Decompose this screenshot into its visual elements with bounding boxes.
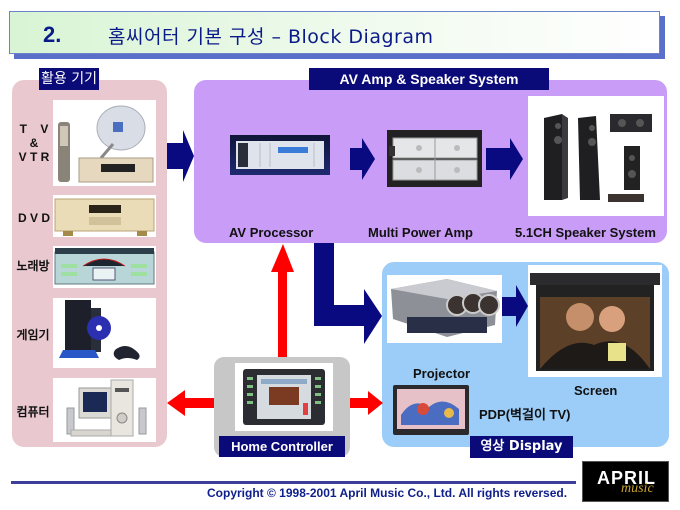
- april-music-logo: APRIL music: [582, 461, 669, 502]
- speaker-system-icon: [528, 96, 664, 216]
- arrow-projector-to-screen: [502, 285, 528, 327]
- devices-panel-label: 활용 기기: [39, 68, 99, 90]
- game-console-icon: [53, 298, 156, 368]
- av-processor-caption: AV Processor: [229, 225, 314, 240]
- arrow-av-to-projector: [314, 243, 382, 344]
- tv-vtr-satellite-icon: [53, 100, 156, 186]
- arrow-controller-to-devices: [167, 390, 214, 416]
- speaker-system-caption: 5.1CH Speaker System: [515, 225, 656, 240]
- touch-panel-icon: [235, 363, 333, 431]
- device-label-game: 게임기: [16, 328, 50, 342]
- av-processor-icon: [230, 135, 330, 175]
- plasma-tv-caption: PDP(벽걸이 TV): [479, 407, 571, 422]
- title-banner: [9, 11, 660, 54]
- display-panel-label: 영상 Display: [470, 436, 573, 458]
- section-number: 2.: [43, 22, 62, 47]
- screen-caption: Screen: [574, 383, 618, 398]
- device-label-line: &: [29, 136, 39, 150]
- home-controller-label: Home Controller: [219, 436, 345, 457]
- karaoke-machine-icon: [53, 246, 156, 288]
- device-label-karaoke: 노래방: [16, 259, 50, 273]
- device-label-computer: 컴퓨터: [16, 405, 50, 419]
- computer-icon: [53, 378, 156, 442]
- av-panel-label: AV Amp & Speaker System: [309, 68, 549, 90]
- power-amp-icon: [387, 130, 482, 187]
- logo-main-text: APRIL: [597, 468, 656, 488]
- device-label-line: T V: [19, 122, 49, 136]
- arrow-amp-to-speakers: [486, 138, 523, 180]
- page-title: 홈씨어터 기본 구성 – Block Diagram: [108, 26, 434, 48]
- power-amp-caption: Multi Power Amp: [368, 225, 473, 240]
- copyright-text: Copyright © 1998-2001 April Music Co., L…: [207, 486, 568, 500]
- dvd-player-icon: [53, 195, 156, 237]
- arrow-controller-to-display: [350, 391, 383, 415]
- device-label-line: V T R: [18, 150, 50, 164]
- projection-screen-icon: [528, 265, 662, 377]
- projector-caption: Projector: [413, 366, 471, 381]
- plasma-tv-icon: [393, 385, 469, 435]
- device-label-dvd: D V D: [17, 211, 50, 225]
- logo-sub-text: music: [621, 481, 654, 496]
- footer-divider: [11, 481, 576, 484]
- arrow-devices-to-av: [167, 130, 194, 182]
- device-label-tv-vtr: T V & V T R: [14, 122, 54, 164]
- arrow-controller-to-av: [271, 244, 294, 357]
- projector-icon: [387, 275, 502, 343]
- arrow-processor-to-amp: [350, 138, 375, 180]
